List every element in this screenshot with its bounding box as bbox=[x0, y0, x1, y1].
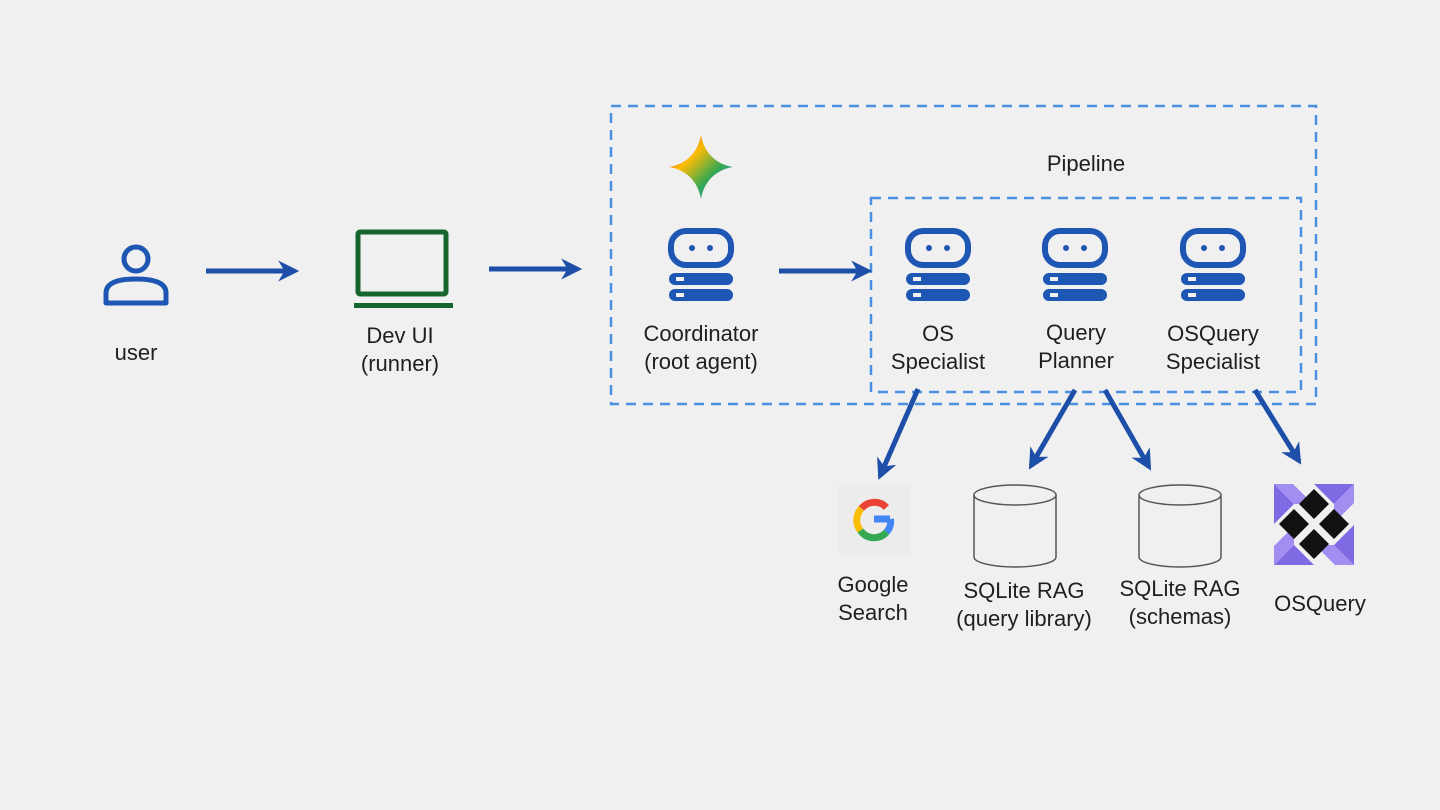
arrow-osquery-specialist-to-osquery bbox=[1252, 388, 1302, 465]
osquery-specialist-agent-icon bbox=[1181, 231, 1245, 301]
laptop-icon bbox=[354, 229, 453, 308]
database-icon-schemas bbox=[1138, 484, 1222, 568]
osquery-specialist-label: OSQuery Specialist bbox=[1165, 321, 1261, 374]
pipeline-group-border bbox=[869, 196, 1303, 394]
database-icon-query-library bbox=[973, 484, 1057, 568]
os-specialist-agent-icon bbox=[906, 231, 970, 301]
pipeline-label: Pipeline bbox=[1046, 151, 1126, 176]
os-specialist-label: OS Specialist bbox=[890, 321, 986, 374]
sqlite-query-library-label: SQLite RAG (query library) bbox=[956, 578, 1092, 631]
osquery-label: OSQuery bbox=[1274, 591, 1366, 616]
arrow-os-specialist-to-google bbox=[877, 387, 921, 480]
dev-ui-label: Dev UI (runner) bbox=[360, 323, 440, 376]
person-icon bbox=[103, 244, 169, 306]
coordinator-label: Coordinator (root agent) bbox=[643, 321, 759, 374]
query-planner-agent-icon bbox=[1043, 231, 1107, 301]
arrow-planner-to-schemas bbox=[1102, 388, 1152, 471]
coordinator-agent-icon bbox=[669, 231, 733, 301]
google-search-label: Google Search bbox=[837, 572, 909, 625]
sqlite-schemas-label: SQLite RAG (schemas) bbox=[1119, 576, 1241, 629]
google-logo-icon bbox=[838, 484, 910, 554]
osquery-logo-icon bbox=[1274, 484, 1354, 565]
gemini-sparkle-icon bbox=[669, 135, 733, 199]
arrow-planner-to-query-library bbox=[1028, 388, 1078, 470]
coordinator-group-border bbox=[609, 104, 1318, 406]
user-label: user bbox=[114, 340, 158, 365]
query-planner-label: Query Planner bbox=[1038, 320, 1114, 373]
